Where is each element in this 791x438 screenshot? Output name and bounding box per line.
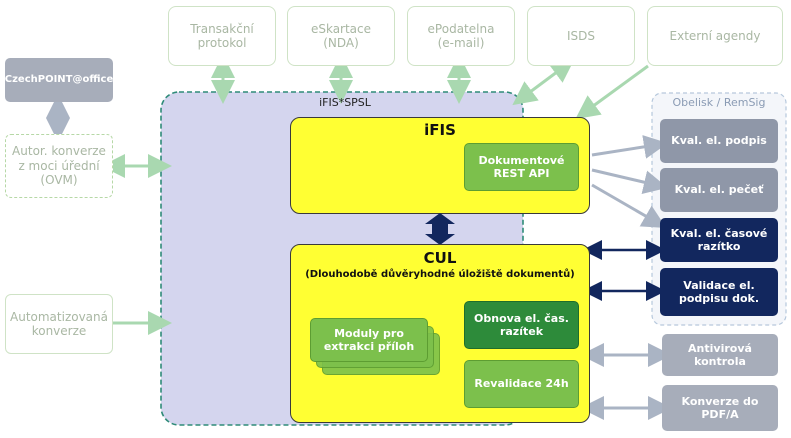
box-label: Dokumentové REST API	[478, 153, 565, 180]
box-label: Revalidace 24h	[474, 377, 569, 391]
cul-title: CUL	[423, 249, 457, 267]
box-eskartace: eSkartace (NDA)	[287, 6, 395, 66]
box-label: Autor. konverze z moci úřední (OVM)	[12, 144, 106, 188]
arrow-isds	[512, 58, 575, 106]
box-czechpoint: CzechPOINT@office	[5, 58, 113, 102]
box-label: ISDS	[566, 28, 595, 43]
box-externi-agendy: Externí agendy	[647, 6, 783, 66]
box-antivirova-kontrola: Antivirová kontrola	[662, 334, 778, 376]
box-moduly-extrakce: Moduly pro extrakci příloh	[310, 318, 428, 362]
box-kval-pecet: Kval. el. pečeť	[660, 168, 778, 212]
box-rest-api: Dokumentové REST API	[464, 143, 579, 191]
cul-subtitle: (Dlouhodobě důvěryhodné úložiště dokumen…	[305, 269, 575, 280]
box-epodatelna: ePodatelna (e-mail)	[407, 6, 515, 66]
box-label: eSkartace (NDA)	[310, 21, 372, 50]
box-isds: ISDS	[527, 6, 635, 66]
ifis-panel: iFIS	[290, 117, 590, 214]
box-automatizovana-konverze: Automatizovaná konverze	[5, 294, 113, 354]
box-label: Konverze do PDF/A	[681, 394, 759, 421]
box-label: Validace el. podpisu dok.	[678, 278, 760, 305]
arrow-podpis	[591, 134, 668, 159]
box-autor-konverze: Autor. konverze z moci úřední (OVM)	[5, 134, 113, 198]
ifis-title: iFIS	[424, 121, 456, 139]
box-konverze-pdfa: Konverze do PDF/A	[662, 385, 778, 431]
box-label: Kval. el. podpis	[671, 134, 767, 148]
box-label: Transakční protokol	[190, 21, 254, 50]
obelisk-title: Obelisk / RemSig	[672, 96, 766, 109]
box-label: Kval. el. pečeť	[674, 183, 764, 197]
arrow-pecet	[591, 168, 668, 194]
box-transakcni-protokol: Transakční protokol	[168, 6, 276, 66]
box-label: Moduly pro extrakci příloh	[323, 326, 415, 353]
box-label: Externí agendy	[669, 28, 761, 43]
box-kval-podpis: Kval. el. podpis	[660, 119, 778, 163]
box-kval-casove-razitko: Kval. el. časové razítko	[660, 218, 778, 262]
arrow-razitko-upper	[591, 183, 667, 229]
box-validace-podpisu: Validace el. podpisu dok.	[660, 268, 778, 316]
box-label: ePodatelna (e-mail)	[427, 21, 495, 50]
box-label: CzechPOINT@office	[4, 74, 114, 85]
box-label: Obnova el. čas. razítek	[474, 311, 569, 338]
box-obnova-razitek: Obnova el. čas. razítek	[464, 301, 579, 349]
box-revalidace: Revalidace 24h	[464, 360, 579, 408]
box-label: Kval. el. časové razítko	[670, 226, 768, 253]
arrow-externi	[575, 64, 649, 120]
box-label: Automatizovaná konverze	[10, 309, 108, 338]
box-label: Antivirová kontrola	[688, 341, 752, 368]
ifis-spsl-title: iFIS*SPSL	[319, 96, 371, 109]
